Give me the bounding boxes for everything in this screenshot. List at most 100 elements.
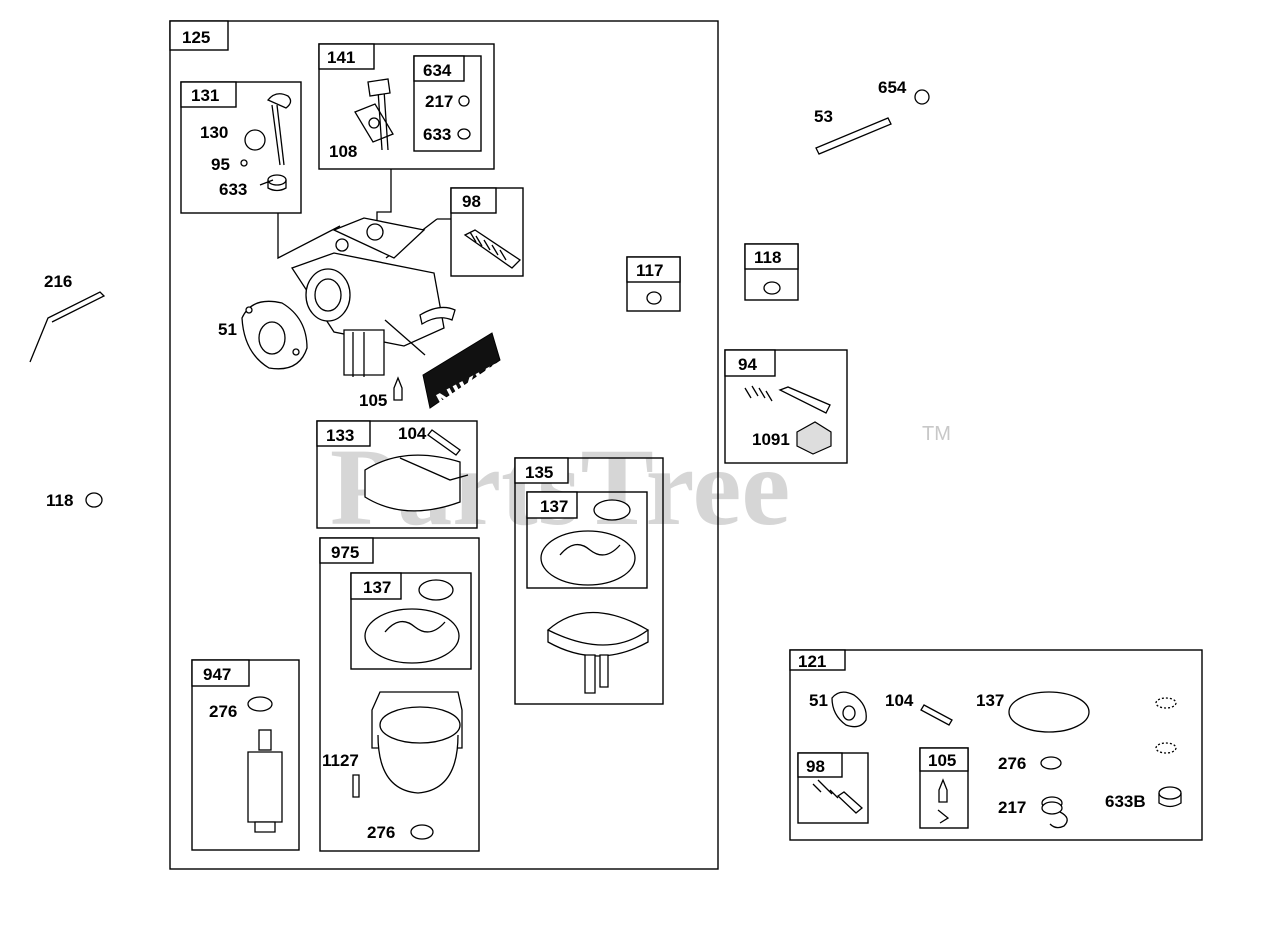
- watermark-tm: TM: [922, 423, 951, 445]
- throttle-shaft-part: [354, 78, 394, 151]
- label-98-a[interactable]: 98: [462, 192, 481, 211]
- label-117[interactable]: 117: [636, 261, 663, 280]
- float-bowl-part: [371, 691, 463, 794]
- nut-654-part: [914, 89, 930, 105]
- label-276-c[interactable]: 276: [998, 754, 1026, 773]
- label-1127[interactable]: 1127: [322, 751, 359, 770]
- label-137-a[interactable]: 137: [540, 497, 568, 516]
- label-130[interactable]: 130: [200, 123, 228, 142]
- label-105-a[interactable]: 105: [359, 391, 387, 410]
- box-947-tab: [191, 659, 250, 687]
- box-131-tab: [180, 81, 237, 108]
- label-135[interactable]: 135: [525, 463, 553, 482]
- pin-104-b-part: [920, 704, 953, 726]
- label-216[interactable]: 216: [44, 272, 72, 291]
- label-53[interactable]: 53: [814, 107, 833, 126]
- label-104-b[interactable]: 104: [885, 691, 914, 710]
- box-98-bottom-tab: [797, 752, 843, 778]
- label-633-a[interactable]: 633: [219, 180, 247, 199]
- label-118-b[interactable]: 118: [754, 248, 781, 267]
- shaft-53-part: [815, 117, 892, 155]
- box-133: [316, 420, 478, 529]
- gasket-51-part: [241, 300, 308, 370]
- box-975: [319, 537, 480, 852]
- label-118-a[interactable]: 118: [46, 491, 73, 510]
- needle-105-b-part: [938, 778, 948, 803]
- label-654[interactable]: 654: [878, 78, 907, 97]
- choke-shaft-part: [240, 93, 292, 192]
- label-217-a[interactable]: 217: [425, 92, 453, 111]
- gasket-set-975: [364, 579, 460, 664]
- solenoid-947-part: [247, 729, 283, 833]
- label-95[interactable]: 95: [211, 155, 230, 174]
- idle-screw-part: [463, 229, 522, 269]
- nut-117-part: [646, 291, 662, 305]
- box-137-b-tab: [350, 572, 402, 600]
- gasket-51-b-part: [831, 691, 867, 728]
- box-94-tab: [724, 349, 776, 377]
- label-633-b[interactable]: 633: [423, 125, 451, 144]
- label-121[interactable]: 121: [798, 652, 826, 671]
- box-118-b-tab: [744, 243, 799, 270]
- label-125[interactable]: 125: [182, 28, 210, 47]
- box-975-tab: [319, 537, 374, 564]
- box-135-tab: [514, 457, 569, 484]
- faint-washer-2-part: [1155, 742, 1177, 754]
- box-141-tab: [318, 43, 375, 70]
- oring-137-part: [1008, 691, 1090, 733]
- label-276-a[interactable]: 276: [209, 702, 237, 721]
- box-141: [318, 43, 495, 170]
- mixture-screw-94-part: [744, 385, 831, 414]
- nut-118-a-part: [85, 492, 103, 508]
- box-133-tab: [316, 420, 371, 447]
- label-108[interactable]: 108: [329, 142, 357, 161]
- link-216-part: [29, 291, 106, 363]
- cap-1091-part: [796, 421, 832, 455]
- label-276-b[interactable]: 276: [367, 823, 395, 842]
- label-94[interactable]: 94: [738, 355, 757, 374]
- label-133[interactable]: 133: [326, 426, 354, 445]
- label-141[interactable]: 141: [327, 48, 355, 67]
- seal-633B-part: [1158, 786, 1182, 808]
- box-105-bottom-tab: [919, 747, 969, 772]
- label-105-b[interactable]: 105: [928, 751, 956, 770]
- label-1091[interactable]: 1091: [752, 430, 790, 449]
- label-51-b[interactable]: 51: [809, 691, 828, 710]
- label-98-b[interactable]: 98: [806, 757, 825, 776]
- washer-276-a-part: [247, 696, 273, 712]
- nut-118-b-part: [763, 281, 781, 295]
- label-947[interactable]: 947: [203, 665, 231, 684]
- box-125-tab: [169, 20, 229, 51]
- nikki-logo: NIKKI: [422, 332, 508, 417]
- float-part: [364, 454, 469, 512]
- washer-276-c-part: [1040, 756, 1062, 770]
- needle-105-part: [393, 376, 403, 401]
- screw-1127-part: [352, 774, 360, 798]
- box-137-b: [350, 572, 472, 670]
- box-947: [191, 659, 300, 851]
- label-217-b[interactable]: 217: [998, 798, 1026, 817]
- label-131[interactable]: 131: [191, 86, 219, 105]
- idle-screw-b-part: [812, 779, 863, 814]
- spring-small-part: [458, 95, 470, 107]
- label-633B[interactable]: 633B: [1105, 792, 1146, 811]
- pin-104-part: [427, 429, 461, 456]
- box-98-top-tab: [450, 187, 497, 214]
- box-137-a: [526, 491, 648, 589]
- label-137-c[interactable]: 137: [976, 691, 1004, 710]
- seal-small-part: [457, 128, 471, 140]
- label-975[interactable]: 975: [331, 543, 359, 562]
- carburetor-body: [277, 169, 456, 377]
- box-121: [789, 649, 1203, 841]
- box-94: [724, 349, 848, 464]
- box-125: [169, 20, 719, 870]
- gasket-set-135: [540, 499, 650, 694]
- label-51-a[interactable]: 51: [218, 320, 237, 339]
- spring-217-b-part: [1041, 796, 1068, 829]
- box-137-a-tab: [526, 491, 578, 519]
- label-137-b[interactable]: 137: [363, 578, 391, 597]
- label-104-a[interactable]: 104: [398, 424, 427, 443]
- box-117-tab: [626, 256, 681, 283]
- label-634[interactable]: 634: [423, 61, 452, 80]
